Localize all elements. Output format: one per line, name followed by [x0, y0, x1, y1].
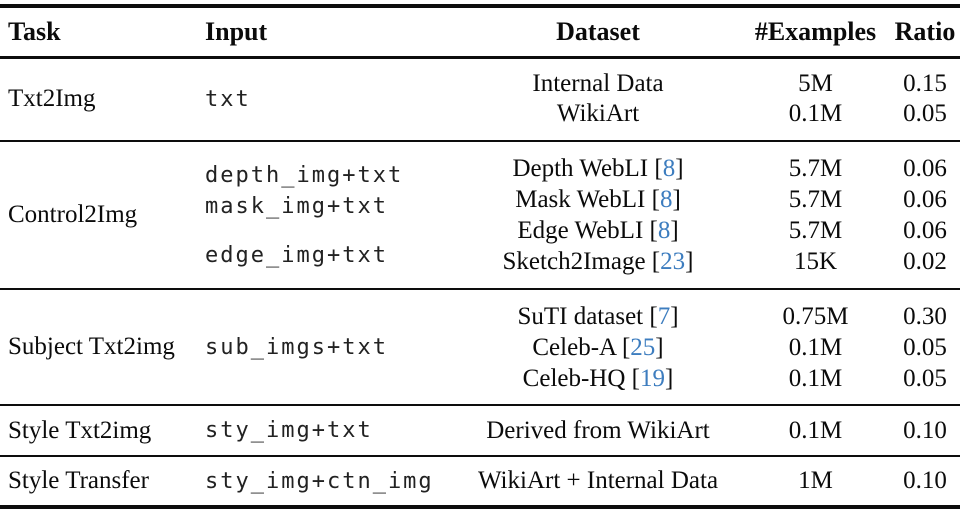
citation-link[interactable]: 23 [660, 248, 686, 275]
input-tokens: sty_img+ctn_img [197, 457, 455, 505]
examples-value: 1M [798, 467, 833, 494]
table-section-style-txt2img: Style Txt2img sty_img+txt Derived from Wik… [0, 406, 960, 455]
examples-value: 0.1M [788, 333, 843, 361]
section-rule [0, 404, 960, 406]
examples-value: 5M [798, 70, 833, 98]
table-top-rule [0, 4, 960, 8]
table-bottom-rule [0, 505, 960, 509]
col-header-input: Input [205, 17, 268, 46]
dataset-name: Celeb-A [25] [532, 333, 664, 361]
ratio-value: 0.30 [903, 302, 947, 330]
ratio-column: 0.10 [890, 406, 960, 455]
citation-link[interactable]: 8 [657, 217, 671, 244]
citation-link[interactable]: 8 [662, 155, 676, 182]
dataset-column: Depth WebLI [8] Mask WebLI [8] Edge WebLI … [455, 142, 741, 288]
dataset-name: Sketch2Image [23] [502, 248, 694, 275]
ratio-column: 0.30 0.05 0.05 [890, 290, 960, 404]
task-label: Subject Txt2img [8, 333, 175, 360]
ratio-column: 0.10 [890, 457, 960, 505]
examples-value: 5.7M [788, 155, 843, 182]
dataset-name: SuTI dataset [7] [517, 302, 679, 330]
dataset-name: WikiArt + Internal Data [477, 467, 719, 494]
dataset-column: WikiArt + Internal Data [455, 457, 741, 505]
examples-value: 5.7M [788, 217, 843, 244]
section-rule [0, 455, 960, 457]
examples-value: 0.75M [782, 302, 849, 330]
ratio-value: 0.10 [903, 416, 947, 444]
examples-value: 0.1M [788, 416, 843, 444]
input-token: edge_img+txt [205, 242, 388, 268]
input-tokens: sty_img+txt [197, 406, 455, 455]
examples-column: 5.7M 5.7M 5.7M 15K [741, 142, 890, 288]
col-header-dataset: Dataset [556, 17, 640, 46]
citation-link[interactable]: 8 [659, 186, 673, 213]
citation-link[interactable]: 25 [630, 333, 656, 361]
dataset-column: SuTI dataset [7] Celeb-A [25] Celeb-HQ [19… [455, 290, 741, 404]
examples-value: 0.1M [788, 364, 843, 392]
task-label: Control2Img [8, 201, 138, 228]
table-header-row: Task Input Dataset #Examples Ratio [0, 8, 960, 56]
ratio-value: 0.06 [903, 217, 947, 244]
col-header-ratio: Ratio [894, 17, 956, 46]
input-tokens: txt [197, 59, 455, 141]
dataset-name: Mask WebLI [8] [515, 186, 681, 213]
ratio-value: 0.05 [903, 333, 947, 361]
task-label: Style Transfer [8, 467, 149, 494]
dataset-name: Derived from WikiArt [486, 416, 710, 444]
ratio-column: 0.06 0.06 0.06 0.02 [890, 142, 960, 288]
dataset-name: Celeb-HQ [19] [522, 364, 674, 392]
table-section-style-transfer: Style Transfer sty_img+ctn_img WikiArt + I… [0, 457, 960, 505]
table-section-subject-txt2img: Subject Txt2img sub_imgs+txt SuTI dataset … [0, 290, 960, 404]
input-token: sub_imgs+txt [205, 334, 388, 360]
examples-value: 15K [793, 248, 838, 275]
col-header-task: Task [8, 17, 61, 46]
input-token: mask_img+txt [205, 193, 388, 219]
dataset-name: WikiArt [556, 100, 640, 128]
ratio-value: 0.05 [903, 364, 947, 392]
ratio-value: 0.05 [903, 100, 947, 128]
header-rule [0, 56, 960, 59]
input-token: depth_img+txt [205, 162, 404, 188]
task-label: Txt2Img [8, 85, 96, 113]
ratio-value: 0.06 [903, 155, 947, 182]
input-token: sty_img+txt [205, 418, 373, 443]
col-header-examples: #Examples [754, 17, 877, 46]
task-label: Style Txt2img [8, 416, 152, 444]
examples-column: 0.1M [741, 406, 890, 455]
section-rule [0, 140, 960, 142]
dataset-name: Internal Data [532, 70, 664, 98]
input-tokens: depth_img+txt mask_img+txt edge_img+txt [197, 142, 455, 288]
ratio-value: 0.10 [903, 467, 947, 494]
citation-link[interactable]: 19 [640, 364, 665, 392]
input-token: sty_img+ctn_img [205, 468, 434, 494]
section-rule [0, 288, 960, 290]
examples-column: 1M [741, 457, 890, 505]
input-token: txt [205, 86, 251, 112]
dataset-name: Depth WebLI [8] [512, 155, 684, 182]
examples-column: 0.75M 0.1M 0.1M [741, 290, 890, 404]
citation-link[interactable]: 7 [657, 302, 671, 330]
examples-value: 0.1M [788, 100, 843, 128]
dataset-name: Edge WebLI [8] [517, 217, 679, 244]
ratio-value: 0.15 [903, 70, 947, 98]
input-tokens: sub_imgs+txt [197, 290, 455, 404]
examples-value: 5.7M [788, 186, 843, 213]
ratio-value: 0.02 [903, 248, 947, 275]
dataset-column: Derived from WikiArt [455, 406, 741, 455]
ratio-value: 0.06 [903, 186, 947, 213]
